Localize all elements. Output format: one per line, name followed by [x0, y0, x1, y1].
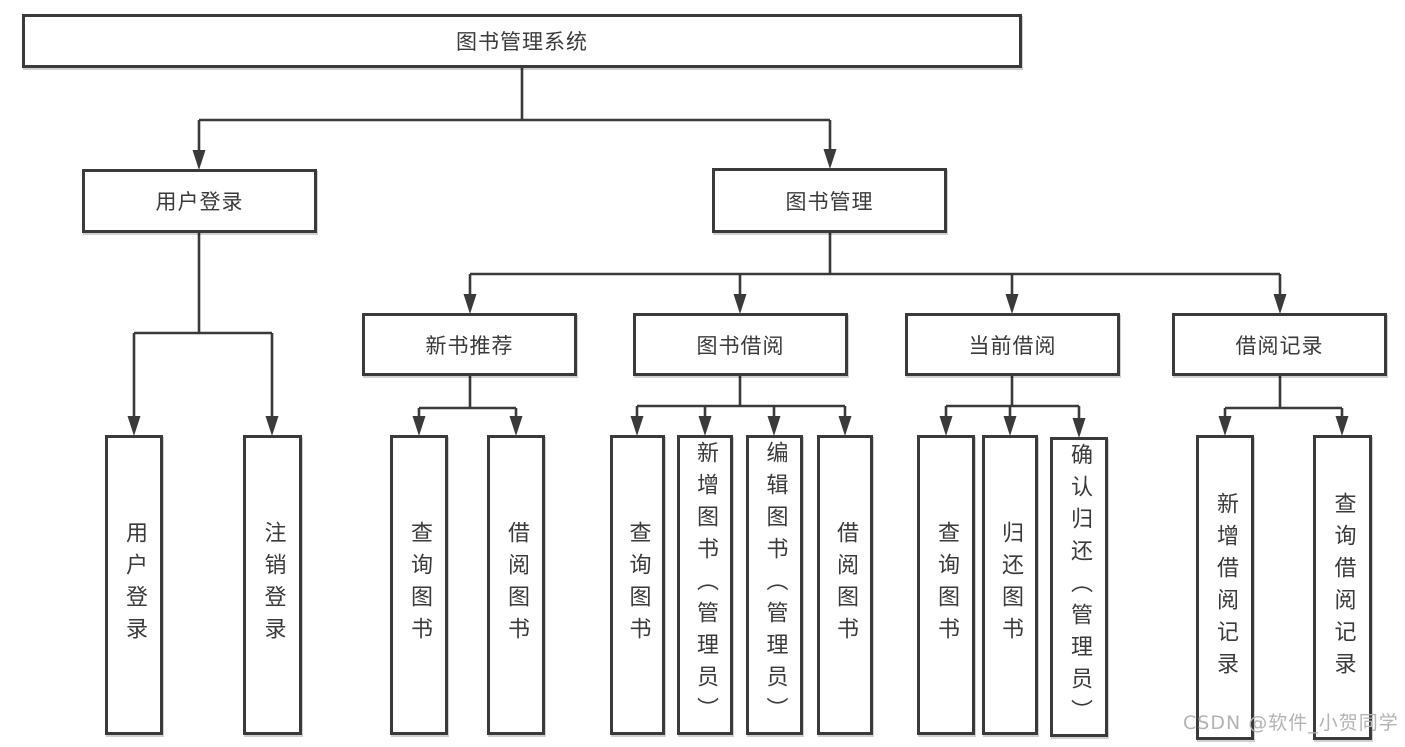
node-label: 编辑图书（管理员） — [762, 441, 788, 729]
node-user-login: 用户登录 — [82, 169, 317, 233]
leaf-confirm-return-admin: 确认归还（管理员） — [1050, 437, 1108, 737]
node-label: 查询图书 — [625, 521, 651, 649]
csdn-watermark: CSDN @软件_小贺同学 — [1183, 712, 1399, 734]
node-label: 查询借阅记录 — [1330, 491, 1356, 684]
node-new-book-recommendation: 新书推荐 — [362, 313, 577, 376]
node-label: 新增借阅记录 — [1213, 491, 1238, 684]
node-label: 图书借阅 — [696, 333, 785, 358]
node-borrowing-records: 借阅记录 — [1172, 313, 1387, 376]
leaf-borrow-books-2: 借阅图书 — [817, 435, 873, 735]
node-label: 当前借阅 — [968, 333, 1057, 358]
leaf-return-book: 归还图书 — [982, 435, 1038, 735]
leaf-query-books-2: 查询图书 — [610, 435, 665, 735]
node-label: 查询图书 — [934, 521, 959, 649]
leaf-add-borrow-record: 新增借阅记录 — [1196, 435, 1254, 740]
node-label: 图书管理系统 — [456, 30, 588, 54]
leaf-query-borrow-record: 查询借阅记录 — [1313, 435, 1372, 740]
node-label: 新书推荐 — [425, 333, 514, 358]
leaf-add-book-admin: 新增图书（管理员） — [677, 435, 733, 735]
node-label: 注销登录 — [260, 521, 286, 649]
leaf-edit-book-admin: 编辑图书（管理员） — [746, 435, 803, 735]
node-label: 用户登录 — [122, 521, 147, 649]
node-label: 借阅记录 — [1235, 333, 1324, 358]
node-label: 新增图书（管理员） — [693, 441, 718, 729]
leaf-user-login: 用户登录 — [105, 435, 163, 735]
leaf-query-books-1: 查询图书 — [390, 435, 448, 735]
node-library-management-system: 图书管理系统 — [22, 14, 1022, 68]
node-current-borrowing: 当前借阅 — [905, 313, 1120, 376]
leaf-logout: 注销登录 — [243, 435, 302, 735]
node-label: 归还图书 — [998, 521, 1023, 649]
node-label: 查询图书 — [407, 521, 432, 649]
node-label: 图书管理 — [785, 189, 874, 214]
leaf-borrow-books-1: 借阅图书 — [487, 435, 545, 735]
node-book-borrowing: 图书借阅 — [633, 313, 848, 376]
node-book-management: 图书管理 — [712, 168, 947, 233]
node-label: 确认归还（管理员） — [1067, 443, 1092, 731]
node-label: 借阅图书 — [504, 521, 529, 649]
leaf-query-books-3: 查询图书 — [917, 435, 975, 735]
node-label: 借阅图书 — [833, 521, 858, 649]
node-label: 用户登录 — [155, 190, 244, 214]
